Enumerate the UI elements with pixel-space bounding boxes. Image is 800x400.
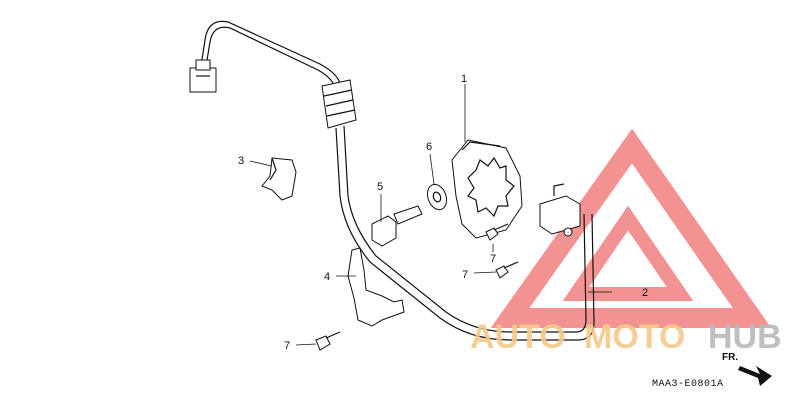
connector-body bbox=[189, 67, 217, 93]
callout-7a: 7 bbox=[490, 253, 496, 265]
grommet bbox=[321, 79, 357, 129]
sensor-mount-hole bbox=[563, 227, 573, 237]
callout-7b: 7 bbox=[462, 269, 468, 281]
leader-7b bbox=[473, 271, 497, 274]
bracket-part-3 bbox=[261, 157, 297, 201]
callout-5: 5 bbox=[377, 181, 383, 193]
bolt-head bbox=[371, 215, 397, 247]
watermark-logo bbox=[490, 128, 772, 328]
direction-label: FR. bbox=[722, 352, 738, 363]
bolt-part-5 bbox=[371, 205, 423, 247]
callout-7c: 7 bbox=[284, 340, 290, 352]
washer-hole bbox=[432, 191, 442, 203]
watermark-word-hub: HUB bbox=[708, 318, 782, 356]
leader-6 bbox=[429, 153, 435, 185]
watermark-triangle-inner bbox=[562, 205, 694, 301]
callout-3: 3 bbox=[238, 155, 244, 167]
bolt-part-7-middle bbox=[495, 261, 519, 279]
callout-6: 6 bbox=[426, 141, 432, 153]
bolt-shank bbox=[393, 205, 423, 225]
bolt-part-7-upper bbox=[485, 223, 509, 241]
pulser-sensor bbox=[539, 195, 581, 235]
sensor-tab bbox=[553, 183, 565, 196]
washer-part-6 bbox=[426, 183, 448, 211]
cable-upper bbox=[200, 20, 341, 85]
front-arrow-icon bbox=[738, 366, 772, 386]
sprocket-teeth bbox=[467, 156, 515, 218]
leader-3 bbox=[249, 160, 273, 167]
sprocket-rim bbox=[461, 141, 501, 151]
bolt-part-7-lower bbox=[315, 331, 341, 351]
callout-2: 2 bbox=[642, 287, 648, 299]
sprocket-rotor bbox=[451, 139, 523, 239]
watermark-text: AUTO MOTO HUB bbox=[470, 318, 782, 356]
watermark-word-moto: MOTO bbox=[584, 318, 685, 356]
cable-main-inner bbox=[343, 125, 587, 333]
cable-upper-inner bbox=[205, 26, 335, 87]
watermark-word-auto: AUTO bbox=[470, 318, 566, 356]
clamp-body bbox=[347, 247, 405, 327]
wire-harness bbox=[189, 20, 595, 341]
connector-latch bbox=[195, 59, 211, 71]
cable-main-outer bbox=[335, 127, 595, 341]
callout-1: 1 bbox=[461, 73, 467, 85]
leader-7c bbox=[295, 343, 317, 346]
clamp-part-4 bbox=[347, 247, 405, 327]
diagram-code: MAA3-E0801A bbox=[652, 379, 724, 390]
bracket-plate bbox=[261, 157, 297, 201]
washer-outer bbox=[426, 183, 448, 211]
callout-4: 4 bbox=[324, 271, 330, 283]
